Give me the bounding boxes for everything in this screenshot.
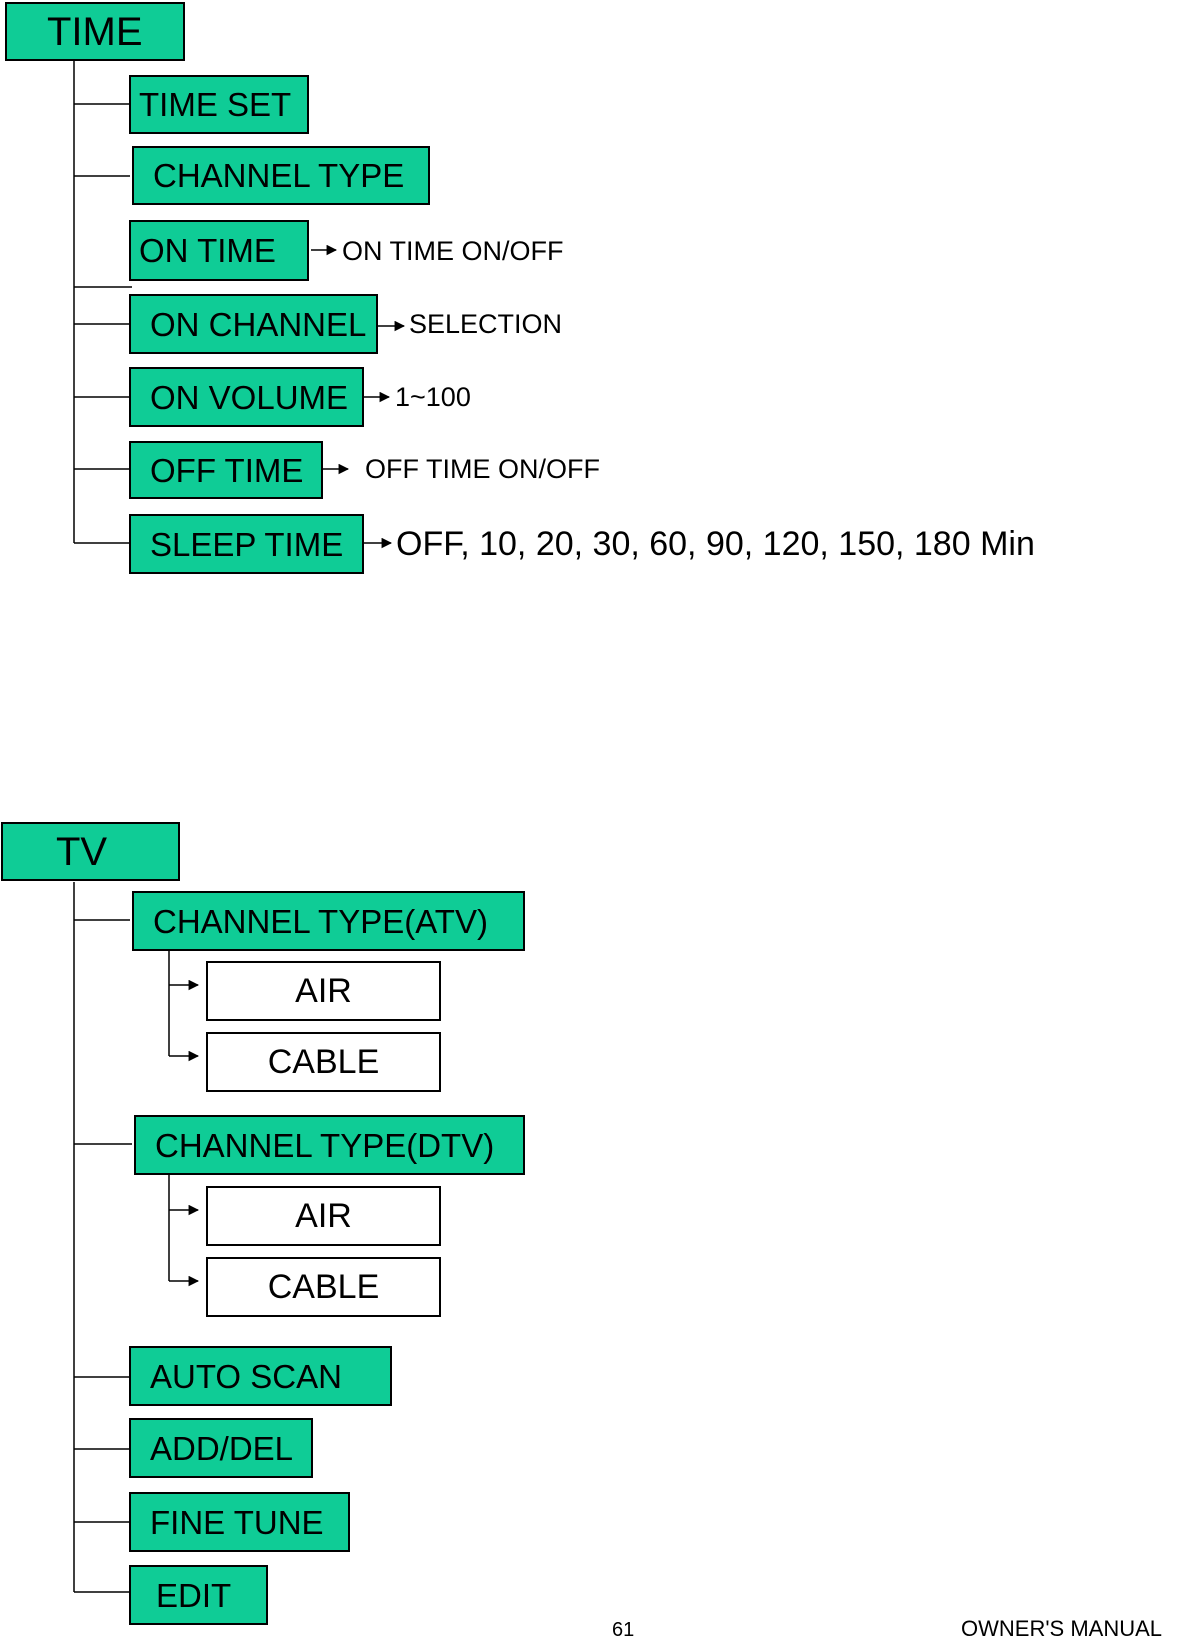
atv-cable-option: CABLE [206, 1032, 441, 1092]
channel-type-atv-item: CHANNEL TYPE(ATV) [132, 891, 525, 951]
on-volume-item: ON VOLUME [129, 367, 364, 427]
channel-type-item: CHANNEL TYPE [132, 146, 430, 205]
on-channel-item: ON CHANNEL [129, 294, 378, 354]
channel-type-dtv-item: CHANNEL TYPE(DTV) [134, 1115, 525, 1175]
off-time-item: OFF TIME [129, 441, 323, 499]
sleep-time-note: OFF, 10, 20, 30, 60, 90, 120, 150, 180 M… [396, 525, 1035, 563]
on-time-note: ON TIME ON/OFF [342, 236, 564, 266]
add-del-item: ADD/DEL [129, 1418, 313, 1478]
page-number: 61 [612, 1619, 635, 1641]
tv-menu-root: TV [1, 822, 180, 881]
time-set-item: TIME SET [129, 75, 309, 134]
auto-scan-item: AUTO SCAN [129, 1346, 392, 1406]
edit-item: EDIT [129, 1565, 268, 1625]
on-channel-note: SELECTION [409, 309, 563, 339]
atv-air-option: AIR [206, 961, 441, 1021]
sleep-time-item: SLEEP TIME [129, 514, 364, 574]
off-time-note: OFF TIME ON/OFF [365, 454, 600, 484]
time-menu-root: TIME [5, 2, 185, 61]
on-volume-note: 1~100 [395, 382, 471, 412]
on-time-item: ON TIME [129, 220, 309, 281]
dtv-air-option: AIR [206, 1186, 441, 1246]
fine-tune-item: FINE TUNE [129, 1492, 350, 1552]
manual-title: OWNER'S MANUAL [961, 1616, 1162, 1641]
dtv-cable-option: CABLE [206, 1257, 441, 1317]
